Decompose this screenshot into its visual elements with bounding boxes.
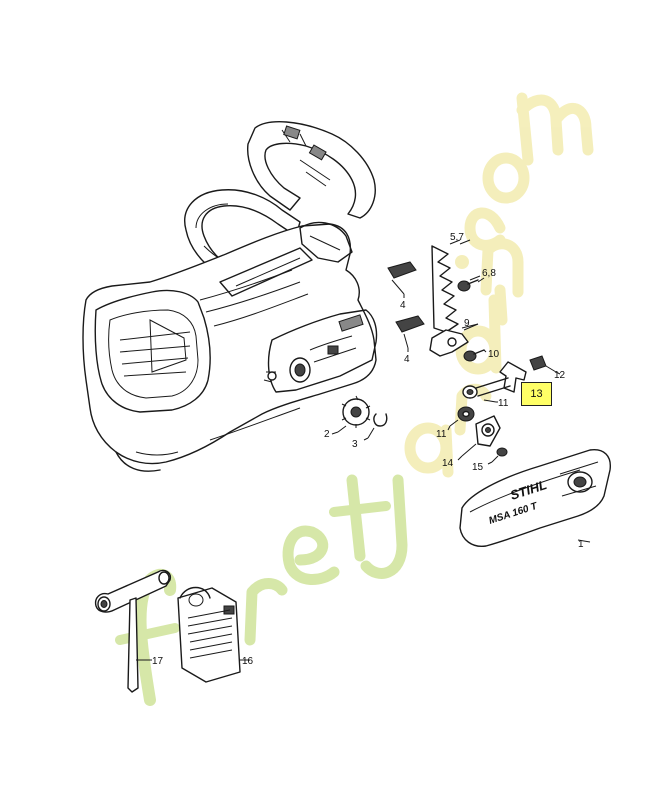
part-wrench	[94, 569, 172, 693]
part-screw-10	[463, 349, 485, 362]
label-9: 9	[464, 318, 470, 329]
label-10: 10	[488, 349, 500, 360]
highlight-box-13	[521, 382, 552, 406]
label-12: 12	[554, 370, 566, 381]
part-screw-15	[491, 447, 508, 463]
part-block	[529, 355, 557, 373]
label-13-highlighted: 13	[530, 388, 543, 400]
part-pad-upper	[387, 261, 417, 295]
label-11-upper: 11	[498, 398, 509, 409]
part-clip	[367, 413, 388, 439]
label-6-8: 6,8	[482, 268, 496, 279]
label-4-upper: 4	[400, 300, 406, 311]
label-2: 2	[324, 429, 330, 440]
label-17: 17	[152, 656, 164, 667]
part-manual	[177, 586, 246, 683]
part-sprocket-cover: STIHL MSA 160 T	[459, 449, 611, 547]
part-pad-lower	[395, 315, 425, 349]
leader-lines	[148, 239, 591, 661]
part-labels: 5,7 6,8 4 4 9 10 12 11 11 2 3 14 15 1 17…	[152, 232, 584, 667]
label-11-lower: 11	[436, 429, 447, 440]
label-14: 14	[442, 458, 454, 469]
label-15: 15	[472, 462, 484, 473]
part-tensioner-slide	[499, 361, 527, 393]
label-16: 16	[242, 656, 254, 667]
label-4-lower: 4	[404, 354, 410, 365]
label-3: 3	[352, 439, 358, 450]
part-bumper-spike	[431, 239, 461, 333]
part-screw-68	[457, 275, 481, 292]
part-bracket	[429, 323, 479, 357]
label-1: 1	[578, 539, 584, 550]
part-sprocket	[337, 395, 371, 433]
label-5-7: 5,7	[450, 232, 464, 243]
part-tensioner-wheel	[461, 415, 501, 457]
chainsaw-body	[82, 121, 378, 472]
part-nut-upper	[462, 377, 511, 403]
part-nut-lower	[449, 406, 475, 427]
